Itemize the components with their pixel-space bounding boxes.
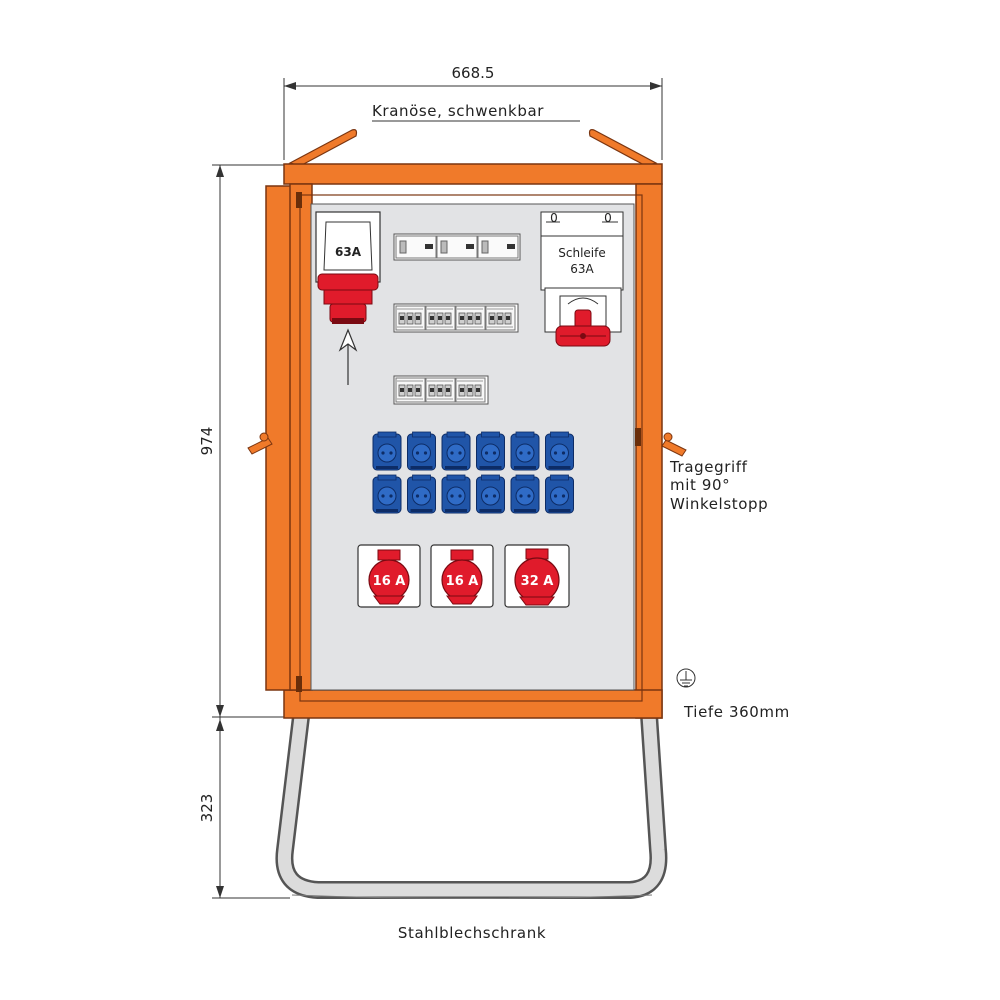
stand-height-value: 323 bbox=[198, 794, 216, 823]
height-dimension: 974 bbox=[198, 164, 300, 718]
ground-icon bbox=[676, 668, 696, 688]
inlet-arrow bbox=[338, 328, 358, 385]
schuko-socket bbox=[441, 431, 471, 471]
switch-mark-left: 0 bbox=[550, 211, 558, 225]
cee-3-rating: 32 A bbox=[521, 574, 554, 589]
rcd-3 bbox=[477, 235, 519, 259]
schuko-socket bbox=[407, 431, 436, 471]
stand-height-dimension: 323 bbox=[198, 717, 290, 899]
switch-mark-right: 0 bbox=[604, 211, 612, 225]
handle-label-line1: Tragegriff bbox=[669, 458, 748, 476]
circuit-breaker bbox=[395, 377, 426, 403]
loop-label-line2: 63A bbox=[570, 262, 594, 276]
schuko-socket bbox=[510, 431, 540, 471]
mcb-row-2 bbox=[393, 375, 489, 405]
handle-callout: Tragegriff mit 90° Winkelstopp bbox=[669, 458, 768, 513]
cabinet-body bbox=[265, 163, 663, 719]
handle-label-line2: mit 90° bbox=[670, 476, 730, 494]
crane-eye-left bbox=[288, 129, 358, 167]
schuko-socket bbox=[545, 474, 574, 514]
inlet-rating: 63A bbox=[335, 245, 362, 259]
loop-switch-63a: 0 0 Schleife 63A bbox=[540, 211, 624, 347]
schuko-socket bbox=[476, 474, 505, 514]
rcd-row bbox=[393, 233, 521, 261]
loop-label-line1: Schleife bbox=[558, 246, 605, 260]
cabinet-type-label: Stahlblechschrank bbox=[398, 924, 546, 942]
cee-2-rating: 16 A bbox=[446, 574, 479, 589]
crane-eye-callout: Kranöse, schwenkbar bbox=[372, 102, 580, 122]
cee-outlet-3: 32 A bbox=[504, 544, 570, 608]
circuit-breaker bbox=[455, 377, 486, 403]
rcd-2 bbox=[436, 235, 478, 259]
schuko-socket bbox=[372, 474, 402, 514]
crane-eye-right bbox=[588, 129, 658, 167]
circuit-breaker bbox=[455, 305, 486, 331]
schuko-outlets bbox=[372, 431, 574, 514]
schuko-socket bbox=[545, 431, 574, 471]
schuko-socket bbox=[372, 431, 402, 471]
circuit-breaker bbox=[395, 305, 426, 331]
carry-handle-right bbox=[661, 432, 687, 457]
mcb-row-1 bbox=[393, 303, 519, 333]
cee-1-rating: 16 A bbox=[373, 574, 406, 589]
schuko-socket bbox=[476, 431, 505, 471]
inlet-63a: 63A bbox=[315, 211, 381, 324]
schuko-socket bbox=[407, 474, 436, 514]
width-dimension: 668.5 bbox=[283, 64, 663, 160]
cee-outlet-2: 16 A bbox=[430, 544, 494, 608]
circuit-breaker bbox=[485, 305, 516, 331]
rcd-1 bbox=[395, 235, 437, 259]
stand-frame bbox=[275, 691, 668, 899]
carry-handle-left bbox=[247, 432, 273, 455]
depth-label: Tiefe 360mm bbox=[683, 703, 790, 721]
crane-eye-label: Kranöse, schwenkbar bbox=[372, 102, 544, 120]
handle-label-line3: Winkelstopp bbox=[670, 495, 768, 513]
schuko-socket bbox=[510, 474, 540, 514]
circuit-breaker bbox=[425, 377, 456, 403]
circuit-breaker bbox=[425, 305, 456, 331]
schuko-socket bbox=[441, 474, 471, 514]
height-value: 974 bbox=[198, 427, 216, 456]
cee-outlet-1: 16 A bbox=[357, 544, 421, 608]
width-value: 668.5 bbox=[452, 64, 495, 82]
